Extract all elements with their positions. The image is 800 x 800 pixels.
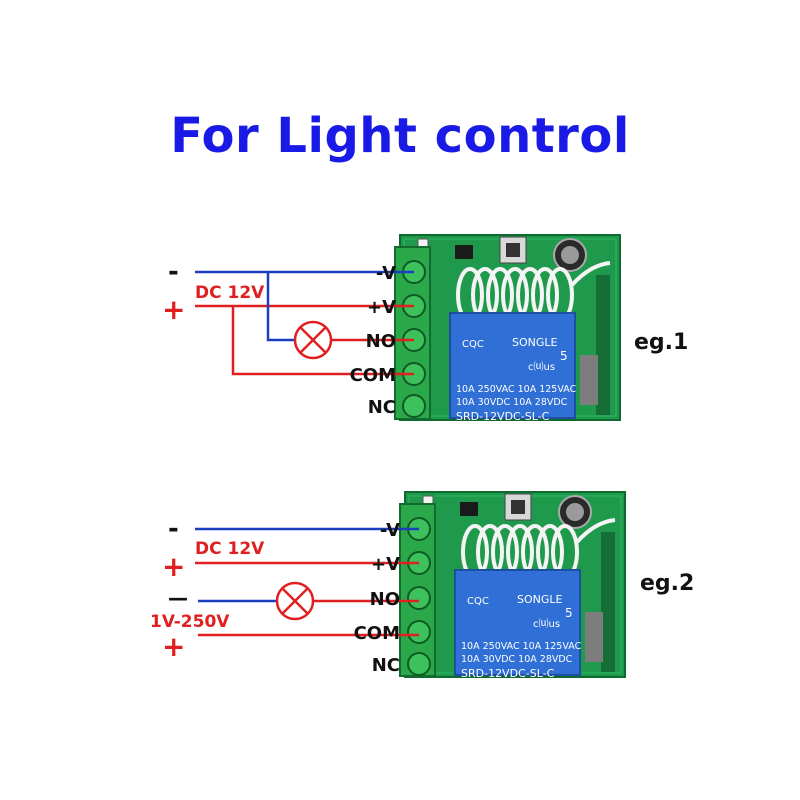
- power-label-1: DC 12V: [195, 283, 265, 303]
- example-1: CQC SONGLE 5 c⒰us 10A 250VAC 10A 125VAC …: [162, 233, 688, 423]
- example-2: CQC SONGLE 5 c⒰us 10A 250VAC 10A 125VAC …: [150, 490, 694, 680]
- power-label-2: DC 12V: [195, 539, 265, 559]
- power-plus-1: +: [162, 293, 185, 326]
- relay-brand: SONGLE: [512, 336, 558, 349]
- pin-label: NC: [372, 655, 400, 676]
- relay-num: 5: [560, 349, 568, 363]
- lamp-icon: [275, 581, 315, 621]
- page-title: For Light control: [170, 108, 630, 164]
- load-minus-2: —: [168, 586, 188, 610]
- relay-num: 5: [565, 606, 573, 620]
- pin-label: +V: [371, 554, 400, 575]
- example-label-2: eg.2: [640, 571, 694, 596]
- pin-label: NO: [366, 331, 396, 352]
- pin-label: COM: [354, 623, 400, 644]
- example-label-1: eg.1: [634, 330, 688, 355]
- relay-ul: c⒰us: [528, 361, 555, 373]
- relay-rating-2: 10A 30VDC 10A 28VDC: [456, 397, 568, 408]
- relay-cqc: CQC: [467, 596, 489, 607]
- relay-model: SRD-12VDC-SL-C: [456, 410, 550, 423]
- wires-1: [195, 270, 414, 376]
- pin-label: -V: [376, 263, 396, 284]
- relay-cqc: CQC: [462, 339, 484, 350]
- power-minus-2: -: [168, 514, 179, 544]
- relay-rating-1: 10A 250VAC 10A 125VAC: [461, 641, 582, 652]
- load-plus-2: +: [162, 630, 185, 663]
- relay-markings: CQC SONGLE 5 c⒰us 10A 250VAC 10A 125VAC …: [461, 593, 582, 680]
- pin-labels-2: -V +V NO COM NC: [354, 520, 401, 676]
- relay-markings: CQC SONGLE 5 c⒰us 10A 250VAC 10A 125VAC …: [456, 336, 577, 423]
- power-minus-1: -: [168, 257, 179, 287]
- pin-label: NC: [368, 397, 396, 418]
- relay-rating-1: 10A 250VAC 10A 125VAC: [456, 384, 577, 395]
- relay-ul: c⒰us: [533, 618, 560, 630]
- relay-brand: SONGLE: [517, 593, 563, 606]
- wires-2: [195, 527, 419, 637]
- lamp-icon: [293, 320, 333, 360]
- load-label-2: 1V-250V: [150, 612, 230, 632]
- relay-model: SRD-12VDC-SL-C: [461, 667, 555, 680]
- power-plus-2: +: [162, 550, 185, 583]
- pin-label: NO: [370, 589, 400, 610]
- pin-label: COM: [350, 365, 396, 386]
- pin-label: -V: [380, 520, 400, 541]
- pin-labels-1: -V +V NO COM NC: [350, 263, 397, 418]
- pin-label: +V: [367, 297, 396, 318]
- relay-rating-2: 10A 30VDC 10A 28VDC: [461, 654, 573, 665]
